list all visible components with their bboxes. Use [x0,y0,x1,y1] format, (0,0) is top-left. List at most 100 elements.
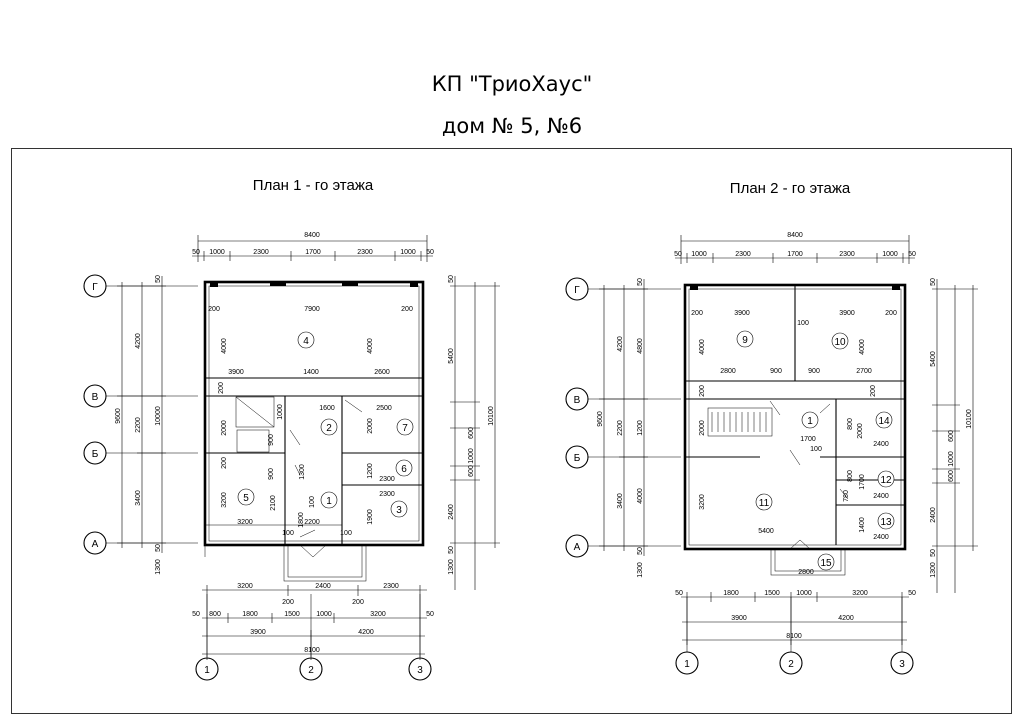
p2-left-inner: 4800 [637,338,644,354]
p1-left-50: 50 [155,275,162,283]
p1-inner-dim: 1800 [298,512,305,528]
p2-bottom-total: 8100 [786,633,802,640]
p1-inner-dim: 1400 [303,369,319,376]
p1-inner-dim: 2100 [270,495,277,511]
p2-inner-dim: 200 [870,385,877,397]
p2-top-seg: 1700 [787,251,803,258]
p1-axis-col-label: 3 [417,665,423,676]
p1-room-number: 5 [243,493,249,504]
p1-inner-dim: 200 [218,382,225,394]
plan-1: План 1 - го этажа 8400 50 1000 2300 1700… [83,177,500,681]
p2-bottom-r3: 4200 [838,615,854,622]
plan-1-title: План 1 - го этажа [253,177,374,194]
p1-axis-col-label: 1 [204,665,210,676]
p2-inner-dim: 2700 [856,368,872,375]
p2-bottom-r2: 1800 [723,590,739,597]
p1-right-small: 600 [468,427,475,439]
p1-inner-dim: 2300 [379,491,395,498]
p2-room-number: 14 [878,416,890,427]
p1-top-total: 8400 [304,232,320,239]
plan-1-bottom-dimensions [202,585,427,660]
plan-2-rooms [736,330,895,571]
p1-axis-row-label: Б [92,449,99,460]
p2-right-top: 5400 [930,351,937,367]
p2-room-number: 9 [742,335,748,346]
plan-2-top-dimensions [675,235,915,264]
p1-inner-dim: 200 [221,457,228,469]
p2-right-bottom: 2400 [930,507,937,523]
p2-room-number: 12 [880,475,892,486]
p2-inner-dim: 900 [770,368,782,375]
p2-left-50: 50 [637,278,644,286]
p1-right-small: 600 [468,465,475,477]
plan-2-axis-bubbles [565,277,914,675]
p1-inner-dim: 3200 [221,492,228,508]
p1-bottom-r3: 4200 [358,629,374,636]
p1-inner-dim: 100 [282,530,294,537]
plan-1-walls [203,280,425,582]
p1-room-number: 2 [326,423,332,434]
p1-room-number: 4 [303,336,309,347]
p1-bottom-200: 200 [352,599,364,606]
p1-right-top: 5400 [448,348,455,364]
p2-top-total: 8400 [787,232,803,239]
p1-bottom-r2: 50 [426,611,434,618]
p1-inner-dim: 100 [340,530,352,537]
p2-bottom-r3: 3900 [731,615,747,622]
p1-inner-dim: 4000 [221,338,228,354]
plan-2-right-dimensions [932,279,978,593]
p2-right-tail: 1300 [930,562,937,578]
p1-top-seg: 50 [192,249,200,256]
plan-1-axis-bubbles [83,274,432,681]
p1-axis-row-label: Г [92,282,98,293]
p2-right-small: 600 [948,470,955,482]
p2-bottom-r2: 1500 [764,590,780,597]
header-line-2: дом № 5, №6 [441,114,583,138]
p1-left-outer: 9600 [115,408,122,424]
p1-top-seg: 1000 [400,249,416,256]
p2-left-inner: 4000 [637,488,644,504]
p2-axis-row-label: В [574,395,581,406]
plan-2-title: План 2 - го этажа [730,180,851,197]
p2-room-number: 11 [759,498,770,509]
p1-right-tail: 1300 [448,559,455,575]
p2-left-50: 50 [637,547,644,555]
p1-inner-dim: 900 [268,468,275,480]
p1-right-outer: 10100 [488,406,495,426]
p1-inner-dim: 3900 [228,369,244,376]
plan-1-rooms [237,331,414,518]
p1-right-bottom: 2400 [448,504,455,520]
p1-left-mid: 4200 [135,333,142,349]
p2-inner-dim: 4000 [859,339,866,355]
p2-axis-col-label: 3 [899,659,905,670]
p2-inner-dim: 3900 [839,310,855,317]
p1-inner-dim: 4000 [367,338,374,354]
p1-bottom-r2: 1500 [284,611,300,618]
p1-inner-dim: 900 [268,434,275,446]
p2-room-number: 13 [880,517,892,528]
plan-2-bottom-dimensions [681,592,909,645]
p1-room-number: 6 [401,464,407,475]
p2-inner-dim: 2400 [873,493,889,500]
p1-inner-dim: 1200 [367,463,374,479]
p2-inner-dim: 2800 [720,368,736,375]
p1-bottom-200: 200 [282,599,294,606]
plan-1-left-dimensions [117,276,166,553]
p2-inner-dim: 3200 [699,494,706,510]
plan-2-walls [683,283,907,576]
p2-axis-col-label: 2 [788,659,794,670]
p1-inner-dim: 1000 [277,404,284,420]
p2-inner-dim: 100 [797,320,809,327]
p1-axis-col-label: 2 [308,665,314,676]
p1-left-mid: 2200 [135,417,142,433]
p1-top-seg: 1000 [209,249,225,256]
p2-bottom-r2: 50 [908,590,916,597]
p2-left-outer: 9600 [597,411,604,427]
p1-inner-dim: 3200 [237,519,253,526]
p1-right-50: 50 [448,275,455,283]
p1-axis-row-label: В [92,392,99,403]
p1-inner-dim: 2600 [374,369,390,376]
p2-left-mid: 3400 [617,493,624,509]
p1-bottom-r3: 3900 [250,629,266,636]
